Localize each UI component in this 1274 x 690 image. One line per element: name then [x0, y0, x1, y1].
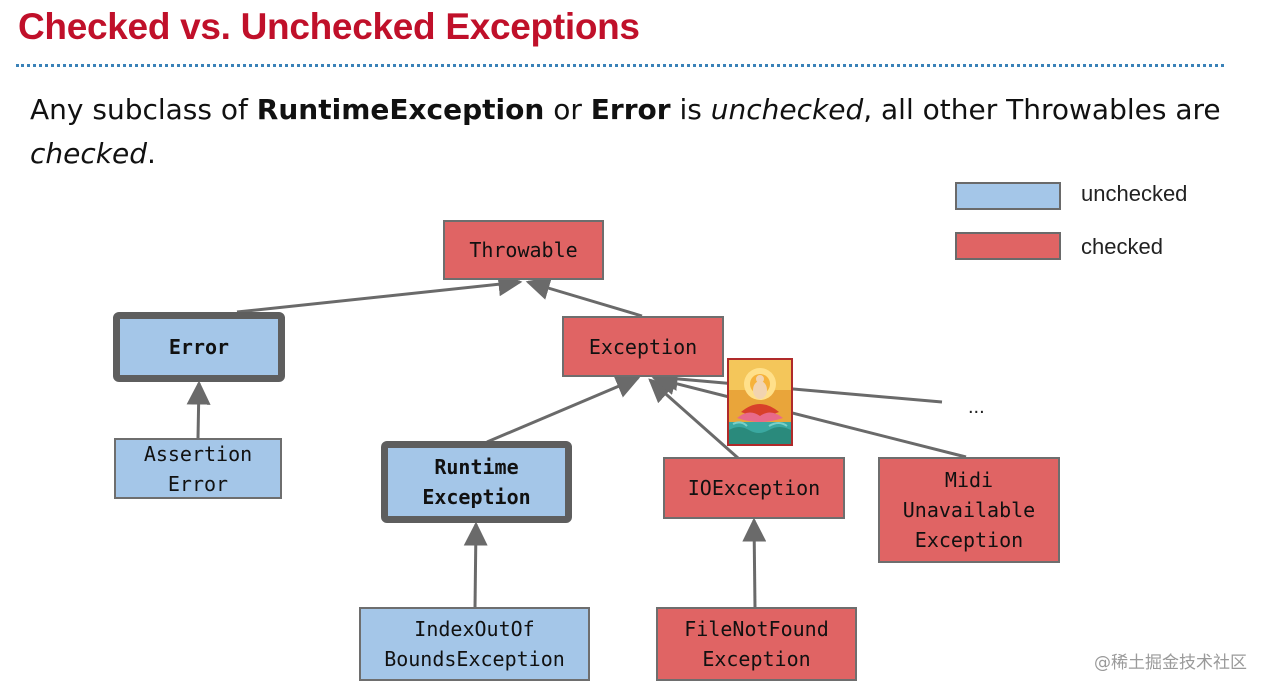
intro-part-4: , all other Throwables are [863, 93, 1221, 126]
node-index-out-of-bounds-exception: IndexOutOf BoundsException [359, 607, 590, 681]
intro-text: Any subclass of RuntimeException or Erro… [30, 88, 1230, 176]
edge-assertion-error [186, 380, 211, 439]
node-file-not-found-exception: FileNotFound Exception [656, 607, 857, 681]
edge-other-exceptions [653, 366, 943, 404]
edge-runtime-exception [486, 375, 641, 444]
legend-checked-label: checked [1081, 234, 1163, 259]
edge-filenotfound-io [742, 517, 767, 609]
edge-io-exception [648, 378, 739, 460]
intro-unchecked: unchecked [710, 93, 864, 126]
legend-unchecked-swatch [955, 182, 1061, 210]
edge-error-throwable [236, 272, 523, 314]
node-runtime-exception: Runtime Exception [381, 441, 572, 523]
intro-error: Error [590, 93, 671, 126]
intro-checked: checked [30, 137, 147, 170]
node-error: Error [113, 312, 285, 382]
intro-part-2: or [544, 93, 591, 126]
legend-checked-swatch [955, 232, 1061, 260]
node-assertion-error: Assertion Error [114, 438, 282, 499]
node-io-exception: IOException [663, 457, 845, 519]
site-watermark: @稀土掘金技术社区 [1094, 653, 1247, 673]
buddha-picture [727, 358, 793, 446]
node-throwable: Throwable [443, 220, 604, 280]
title-divider [16, 64, 1224, 67]
intro-part-1: Any subclass of [30, 93, 257, 126]
node-midi-unavailable-exception: Midi Unavailable Exception [878, 457, 1060, 563]
intro-part-3: is [670, 93, 711, 126]
edge-exception-throwable [525, 276, 643, 318]
legend-unchecked-label: unchecked [1081, 181, 1188, 206]
node-exception: Exception [562, 316, 724, 377]
edge-midi-exception [651, 371, 967, 459]
edge-index-runtime [463, 521, 488, 609]
slide-title: Checked vs. Unchecked Exceptions [18, 6, 640, 47]
intro-part-5: . [146, 137, 156, 170]
intro-runtime-exception: RuntimeException [256, 93, 545, 126]
more-exceptions-ellipsis: ... [968, 396, 985, 418]
